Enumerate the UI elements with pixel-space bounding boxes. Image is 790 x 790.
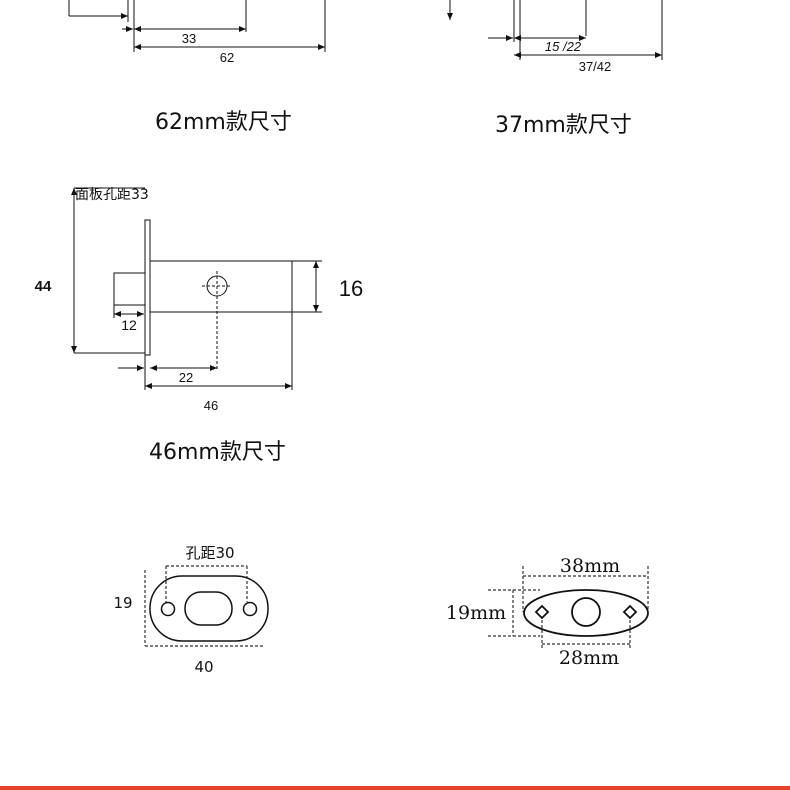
dim-12: 12 (121, 317, 137, 333)
dim-15-22: 15 /22 (545, 39, 582, 54)
strike-plate-a (149, 575, 269, 642)
strike-plate-b-dims (488, 566, 649, 648)
drawing-37mm (447, 0, 663, 60)
plate-b-height: 19mm (446, 602, 506, 624)
dim-62: 62 (220, 50, 234, 65)
plate-a-hole-pitch: 孔距30 (185, 544, 234, 562)
plate-a-width: 40 (194, 658, 213, 676)
caption-37mm: 37mm款尺寸 (495, 113, 632, 138)
bottom-accent-bar (0, 786, 790, 790)
dim-22: 22 (179, 370, 193, 385)
plate-b-hole-pitch: 28mm (559, 647, 619, 669)
drawing-62mm (68, 0, 326, 52)
plate-b-width: 38mm (560, 555, 620, 577)
dim-44: 44 (35, 278, 52, 295)
dim-33: 33 (182, 31, 196, 46)
caption-46mm: 46mm款尺寸 (149, 440, 286, 465)
strike-plate-a-dims (144, 565, 263, 647)
dim-46: 46 (204, 398, 218, 413)
plate-a-height: 19 (113, 594, 132, 612)
panel-hole-pitch-label: 面板孔距33 (75, 187, 149, 203)
strike-plate-b (523, 589, 649, 637)
caption-62mm: 62mm款尺寸 (155, 110, 292, 135)
dim-16: 16 (339, 276, 363, 301)
drawing-46mm (71, 187, 322, 390)
dim-37-42: 37/42 (579, 59, 612, 74)
